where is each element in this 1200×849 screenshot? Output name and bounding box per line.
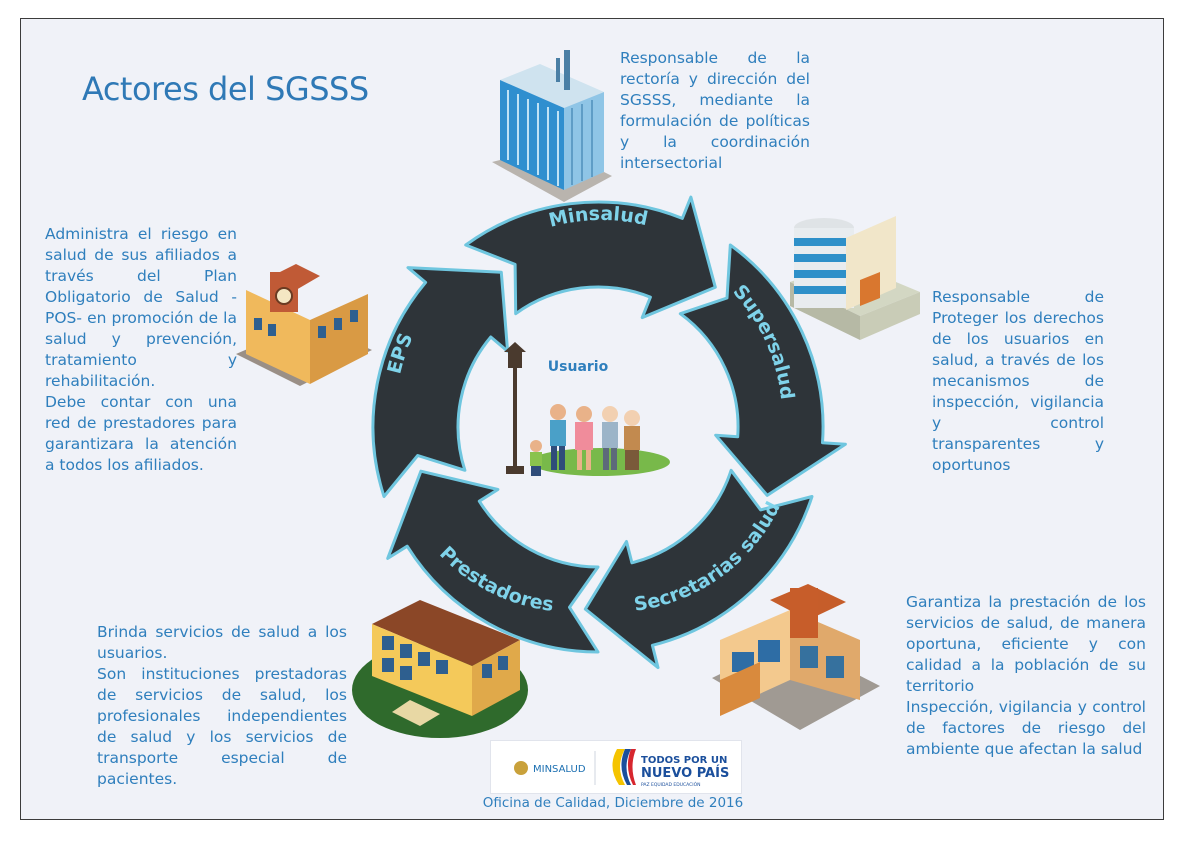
description-prestadores: Brinda servicios de salud a los usuarios… <box>97 622 347 790</box>
description-supersalud: Responsable de Proteger los derechos de … <box>932 287 1104 476</box>
description-secretarias-text-2: Inspección, vigilancia y control de fact… <box>906 698 1146 758</box>
arrow-eps <box>371 266 510 498</box>
description-secretarias: Garantiza la prestación de los servicios… <box>906 592 1146 760</box>
description-supersalud-text: Responsable de Proteger los derechos de … <box>932 288 1104 474</box>
ministry-building-icon <box>492 50 612 202</box>
page-title: Actores del SGSSS <box>82 70 369 108</box>
logo-minsalud-text: MINSALUD <box>533 764 586 775</box>
cycle-arrows <box>371 195 847 670</box>
description-eps-text-1: Administra el riesgo en salud de sus afi… <box>45 225 237 390</box>
logo-pais-line1: TODOS POR UN <box>641 755 727 766</box>
description-secretarias-text-1: Garantiza la prestación de los servicios… <box>906 593 1146 695</box>
description-prestadores-text-1: Brinda servicios de salud a los usuarios… <box>97 623 347 662</box>
center-user-label: Usuario <box>548 359 609 375</box>
description-prestadores-text-2: Son instituciones prestadoras de servici… <box>97 665 347 788</box>
minsalud-shield-icon <box>514 761 528 775</box>
user-family-icon <box>504 342 670 476</box>
logo-pais-line3: PAZ EQUIDAD EDUCACIÓN <box>641 781 701 788</box>
description-minsalud-text: Responsable de la rectoría y dirección d… <box>620 49 810 172</box>
arrow-supersalud <box>678 243 847 497</box>
arrow-prestadores <box>386 469 600 654</box>
colombia-flag-icon <box>612 749 625 785</box>
arrow-minsalud <box>464 195 717 320</box>
eps-building-icon <box>236 264 372 386</box>
description-eps-text-2: Debe contar con una red de prestadores p… <box>45 393 237 474</box>
supersalud-building-icon <box>790 216 920 340</box>
prestadores-building-icon <box>352 600 528 738</box>
footer-caption: Oficina de Calidad, Diciembre de 2016 <box>482 795 744 811</box>
secretarias-building-icon <box>712 584 880 730</box>
arrow-secretarias <box>583 468 814 670</box>
logo-pais-line2: NUEVO PAÍS <box>641 765 729 781</box>
footer-logos: MINSALUD TODOS POR UN NUEVO PAÍS PAZ EQU… <box>490 740 742 794</box>
description-eps: Administra el riesgo en salud de sus afi… <box>45 224 237 476</box>
description-minsalud: Responsable de la rectoría y dirección d… <box>620 48 810 174</box>
